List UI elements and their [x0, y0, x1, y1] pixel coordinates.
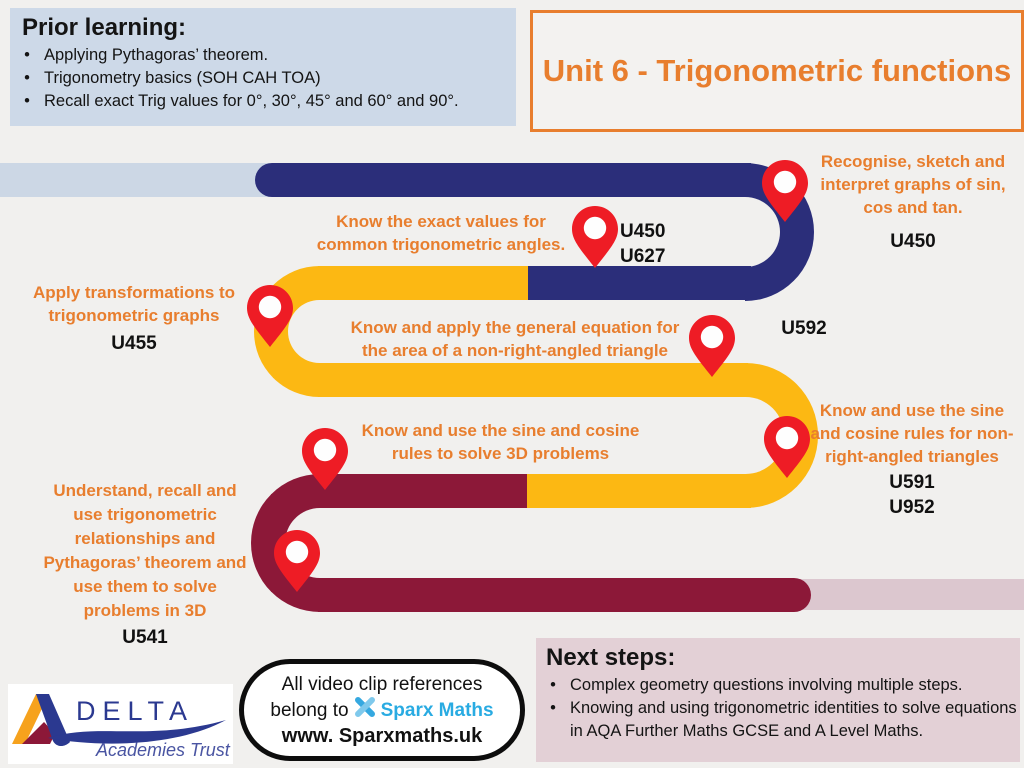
video-note-line1: All video clip references — [281, 673, 483, 695]
path-maroon-row5 — [318, 578, 811, 612]
map-pin-exact-values — [572, 206, 618, 268]
unit-code: U450 — [620, 221, 666, 242]
bullet-icon: • — [24, 92, 30, 110]
path-maroon-row4 — [318, 474, 527, 508]
next-bullet-1: Complex geometry questions involving mul… — [570, 676, 963, 694]
unit-code: U455 — [111, 333, 157, 354]
milestone-exact-values: Know the exact values for common trigono… — [316, 212, 566, 254]
bullet-icon: • — [550, 699, 556, 717]
unit-title-box: Unit 6 - Trigonometric functions — [530, 10, 1024, 132]
unit-code: U952 — [889, 497, 935, 518]
prior-learning-title: Prior learning: — [22, 14, 187, 41]
next-steps-title: Next steps: — [546, 644, 676, 671]
unit-code: U591 — [889, 472, 935, 493]
unit-title: Unit 6 - Trigonometric functions — [542, 53, 1012, 88]
bullet-icon: • — [24, 46, 30, 64]
map-pin-sine-cosine-rules — [764, 416, 810, 478]
path-yellow-row3 — [318, 363, 748, 397]
milestone-relationships-3d: Understand, recall and use trigonometric… — [43, 481, 247, 620]
map-pin-graphs — [762, 160, 808, 222]
path-navy-row1 — [255, 163, 751, 197]
next-bullet-2: Knowing and using trigonometric identiti… — [570, 699, 1017, 740]
prior-bullet-2: Trigonometry basics (SOH CAH TOA) — [44, 69, 321, 87]
bullet-icon: • — [550, 676, 556, 694]
delta-logo-graphic: DELTA Academies Trust — [12, 694, 231, 760]
unit-code: U592 — [781, 318, 827, 339]
delta-logo-name: DELTA — [76, 696, 194, 726]
milestone-transformations: Apply transformations to trigonometric g… — [32, 283, 236, 325]
video-note-line2: belong to — [270, 699, 349, 721]
prior-bullet-1: Applying Pythagoras’ theorem. — [44, 46, 269, 64]
unit-code: U541 — [122, 627, 168, 648]
path-yellow-row2 — [318, 266, 528, 300]
milestone-sine-cosine-rules: Know and use the sine and cosine rules f… — [810, 401, 1014, 466]
path-navy-row2 — [525, 266, 751, 300]
sparx-brand-label: Sparx Maths — [380, 699, 494, 721]
next-steps-box: Next steps: • Complex geometry questions … — [536, 638, 1020, 762]
map-pin-transformations — [247, 285, 293, 347]
path-end-pink-band — [790, 579, 1024, 610]
milestone-3d-problems: Know and use the sine and cosine rules t… — [361, 421, 640, 463]
map-pin-3d-problems — [302, 428, 348, 490]
milestone-graphs: Recognise, sketch and interpret graphs o… — [820, 152, 1006, 217]
milestone-area-triangle: Know and apply the general equation for … — [350, 318, 680, 360]
unit-codes-sine-cosine: U591 U952 — [803, 470, 1021, 520]
unit-codes-exact-values: U450 U627 — [620, 219, 684, 269]
prior-bullet-3: Recall exact Trig values for 0°, 30°, 45… — [44, 92, 459, 110]
path-yellow-row4 — [525, 474, 751, 508]
prior-learning-box: Prior learning: • Applying Pythagoras’ th… — [10, 8, 516, 126]
sparx-x-icon — [354, 696, 375, 724]
unit-code: U450 — [890, 231, 936, 252]
delta-logo-subtitle: Academies Trust — [95, 740, 231, 760]
map-pin-relationships-3d — [274, 530, 320, 592]
map-pin-area-triangle — [689, 315, 735, 377]
sparx-url: www. Sparxmaths.uk — [281, 724, 483, 747]
video-reference-note: All video clip references belong to Spar… — [239, 659, 525, 761]
unit-code: U627 — [620, 246, 666, 267]
delta-logo: DELTA Academies Trust — [8, 684, 233, 764]
bullet-icon: • — [24, 69, 30, 87]
path-start-gray-band — [0, 163, 272, 197]
